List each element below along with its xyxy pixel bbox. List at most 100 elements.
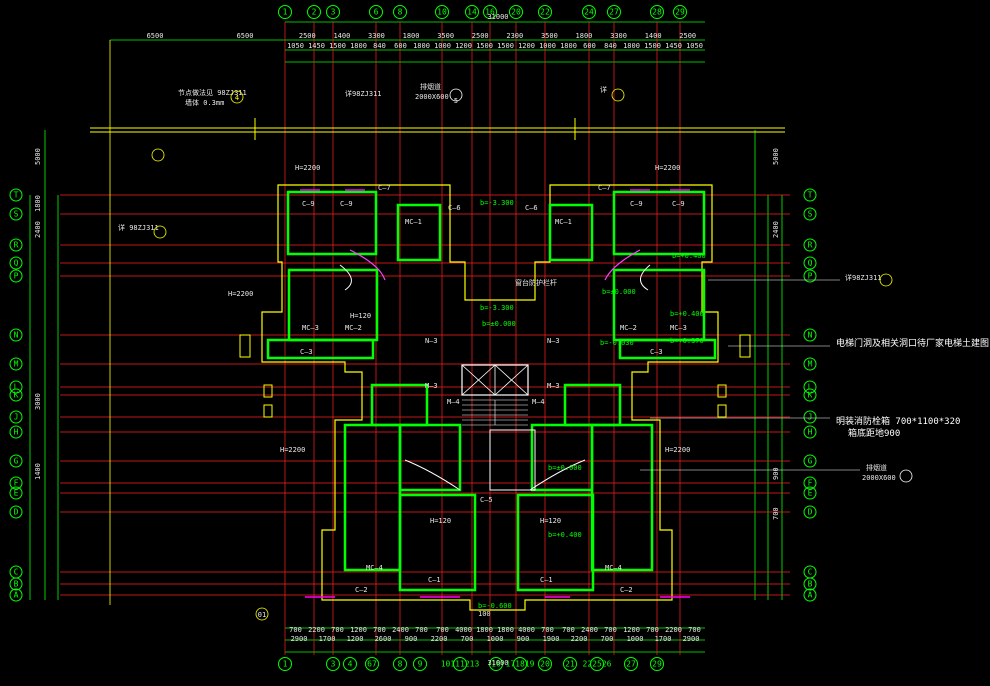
axis-bubble-label: 16 <box>491 660 501 669</box>
dim-text-bot1: 4000 <box>455 626 472 634</box>
axis-bubble-label: Q <box>14 259 19 268</box>
axis-bubble-label: L <box>14 383 19 392</box>
axis-bubble-label: 20 <box>540 660 550 669</box>
dim-text-top3: 1500 <box>497 42 514 50</box>
ref-bubble-1 <box>230 90 244 104</box>
axis-bubble-circle <box>624 657 638 671</box>
dim-text-top3: 1500 <box>644 42 661 50</box>
axis-bubble-label: N <box>808 331 813 340</box>
axis-bubble-label: E <box>14 489 19 498</box>
dim-text-top3: 1000 <box>434 42 451 50</box>
axis-bubble-label: K <box>808 391 813 400</box>
axis-bubble-circle <box>803 188 817 202</box>
dim-text-bot1: 1800 <box>497 626 514 634</box>
dim-text-bot2: 1000 <box>627 635 644 643</box>
room-mc2-b: MC—2 <box>620 324 637 332</box>
axis-bubble-circle <box>435 5 449 19</box>
axis-bubble-label: G <box>808 457 813 466</box>
axis-bubble-circle <box>489 657 503 671</box>
axis-bubble-circle <box>803 476 817 490</box>
axis-bubble-circle <box>9 207 23 221</box>
level-c1: b=+0.400 <box>672 252 706 260</box>
duct-note: 排烟道 <box>420 82 441 91</box>
axis-bubble-circle <box>369 5 383 19</box>
room-m3-a: M—3 <box>425 382 438 390</box>
dim-text-bot1: 1200 <box>350 626 367 634</box>
dim-text-bot1: 700 <box>289 626 302 634</box>
hydrant-note2: 箱底距地900 <box>848 427 900 439</box>
room-mc3-b: MC—3 <box>670 324 687 332</box>
dim-text-bot1: 700 <box>331 626 344 634</box>
dim-text-bot2: 1700 <box>655 635 672 643</box>
dim-text-top3: 1200 <box>455 42 472 50</box>
axis-bubble-label: F <box>808 479 813 488</box>
axis-bubble-circle <box>9 410 23 424</box>
axis-bubble-circle <box>803 425 817 439</box>
axis-bubble-label: E <box>808 489 813 498</box>
room-m4-a: M—4 <box>447 398 460 406</box>
level-e: b=-0.030 <box>600 339 634 347</box>
ref-bubble-4 <box>151 148 165 162</box>
side-3000: 3000 <box>34 393 42 410</box>
axis-bubble-label: M <box>808 360 813 369</box>
axis-bubble-label: J <box>808 413 813 422</box>
dim-text-top3: 1800 <box>350 42 367 50</box>
dim-text-bot2: 2600 <box>375 635 392 643</box>
upper-left-ref: 节点做法见 98ZJ311 <box>178 88 247 97</box>
axis-bubble-circle <box>465 5 479 19</box>
axis-bubble-label: G <box>14 457 19 466</box>
axis-bubble-label: L <box>808 383 813 392</box>
dim-text-top3: 1800 <box>560 42 577 50</box>
axis-bubble-circle <box>278 657 292 671</box>
dim-text-top3: 1200 <box>518 42 535 50</box>
level-b3: b=±0.000 <box>548 464 582 472</box>
room-mc4-b: MC—4 <box>605 564 622 572</box>
room-mc4-a: MC—4 <box>366 564 383 572</box>
axis-bubble-circle <box>393 5 407 19</box>
dim-text-bot1: 700 <box>541 626 554 634</box>
dim-text-bot1: 700 <box>646 626 659 634</box>
axis-bubble-label: 21 <box>565 660 575 669</box>
axis-bubble-label: 1 <box>283 660 288 669</box>
axis-bubble-label: M <box>14 360 19 369</box>
dim-text-top3: 1800 <box>623 42 640 50</box>
dim-text-bot1: 700 <box>604 626 617 634</box>
axis-bubble-label: 24 <box>584 8 594 17</box>
level-c3: b=+0.400 <box>548 531 582 539</box>
axis-bubble-label: 10111213 <box>441 660 480 669</box>
axis-bubble-circle <box>803 577 817 591</box>
dim-text-bot2: 700 <box>601 635 614 643</box>
dim-text-bot2: 1000 <box>487 635 504 643</box>
bay-h2200-a: H=2200 <box>295 164 320 172</box>
room-c2-b: C—2 <box>620 586 633 594</box>
room-m3-b: M—3 <box>547 382 560 390</box>
axis-bubble-circle <box>483 5 497 19</box>
axis-bubble-circle <box>509 5 523 19</box>
axis-bubble-label: 6 <box>374 8 379 17</box>
axis-bubble-circle <box>9 328 23 342</box>
axis-bubble-label: D <box>14 508 19 517</box>
dimension-lines <box>29 21 783 653</box>
side-5000-r: 5000 <box>772 148 780 165</box>
duct-right: 排烟道 <box>866 463 887 472</box>
room-c7-b: C—7 <box>598 184 611 192</box>
axis-bubble-label: 8 <box>398 8 403 17</box>
axis-bubble-circle <box>278 5 292 19</box>
axis-bubble-circle <box>803 380 817 394</box>
axis-bubble-label: 3 <box>331 8 336 17</box>
axis-bubble-label: K <box>14 391 19 400</box>
room-m4-b: M—4 <box>532 398 545 406</box>
axis-bubble-circle <box>538 5 552 19</box>
level-b1: b=±0.000 <box>602 288 636 296</box>
room-c2-a: C—2 <box>355 586 368 594</box>
axis-bubble-label: 27 <box>626 660 636 669</box>
axis-bubble-circle <box>803 454 817 468</box>
dim-text-bot1: 700 <box>562 626 575 634</box>
side-1400: 1400 <box>34 463 42 480</box>
axis-bubble-circle <box>9 238 23 252</box>
bay-h2200-d: H=2200 <box>280 446 305 454</box>
